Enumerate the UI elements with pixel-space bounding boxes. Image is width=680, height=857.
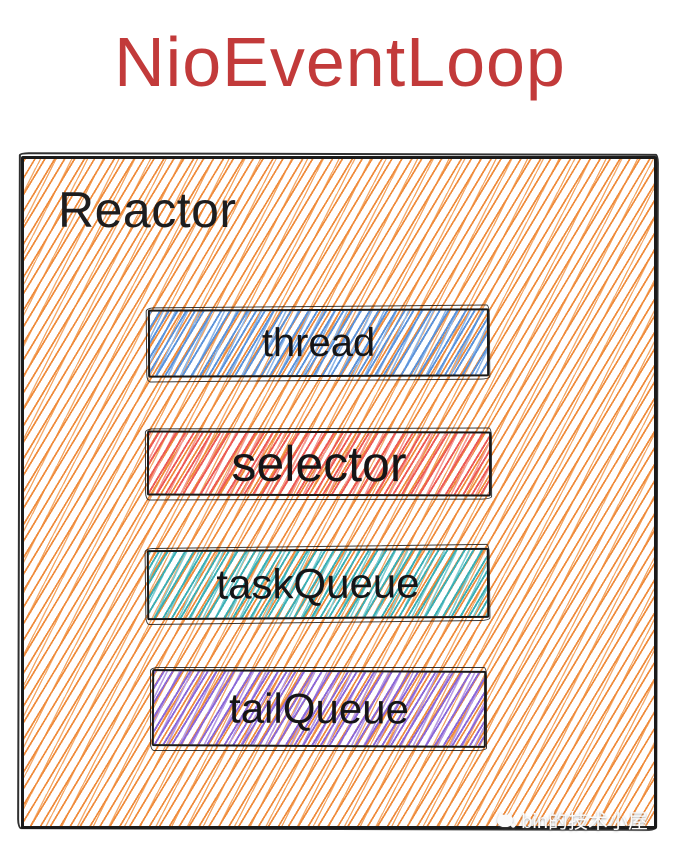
block-taskqueue: taskQueue [146, 547, 490, 621]
watermark: bin的技术小屋 [494, 805, 648, 834]
cat-logo-icon [494, 810, 516, 830]
reactor-box: Reactor thread selector taskQueue tailQu… [21, 156, 657, 833]
diagram-title: NioEventLoop [114, 23, 566, 101]
block-thread-label: thread [261, 320, 376, 365]
block-selector: selector [146, 430, 492, 497]
block-taskqueue-label: taskQueue [216, 559, 420, 608]
reactor-label: Reactor [58, 182, 237, 238]
block-tailqueue-label: tailQueue [228, 684, 410, 732]
block-selector-label: selector [231, 435, 407, 492]
watermark-text: bin的技术小屋 [521, 811, 648, 833]
block-thread: thread [147, 308, 490, 378]
block-tailqueue: tailQueue [151, 669, 487, 748]
